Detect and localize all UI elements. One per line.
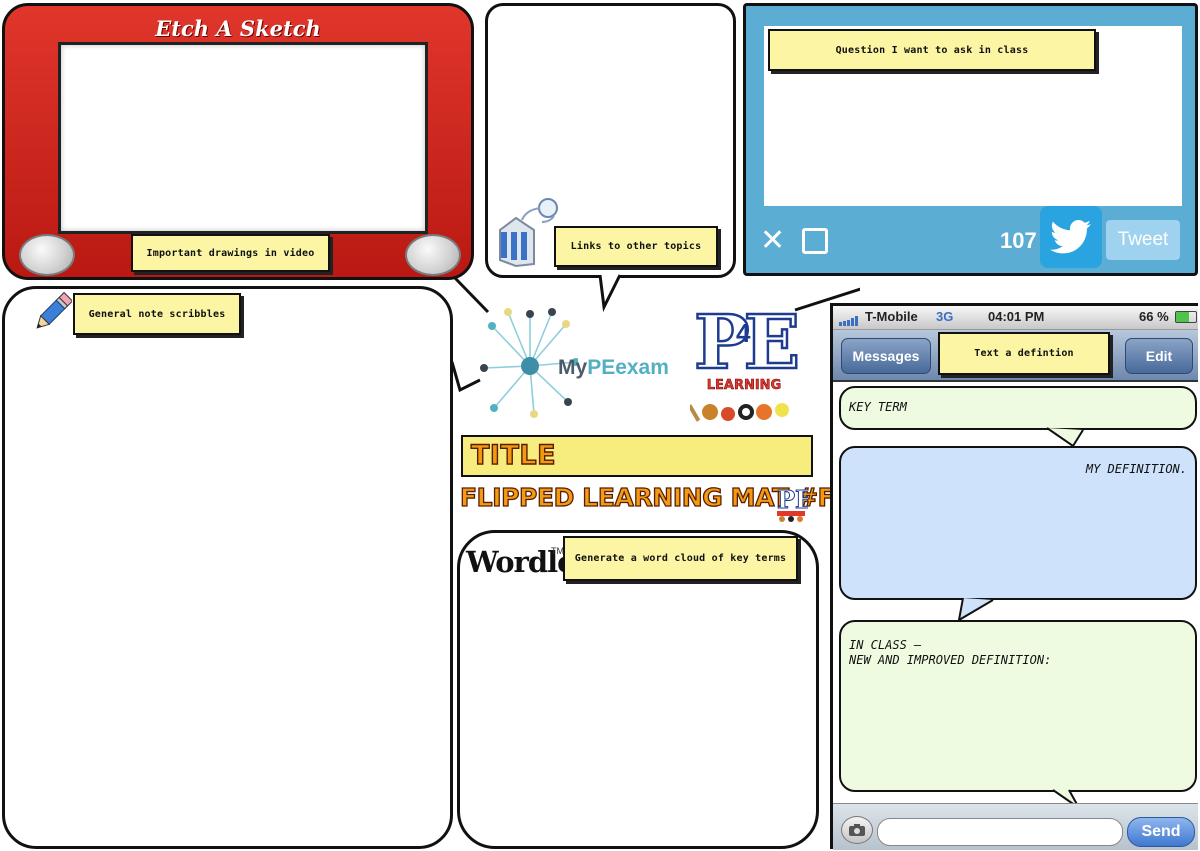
- speech-tails: [450, 274, 860, 393]
- sports-balls-icon: [690, 403, 789, 422]
- mypeexam-wordmark: MyPEexam: [558, 356, 669, 379]
- left-knob: [19, 234, 75, 276]
- svg-text:PE: PE: [777, 485, 808, 514]
- twitter-bird-icon: [1040, 206, 1102, 268]
- message-input-bar: Send: [833, 803, 1198, 850]
- carrier-name: T-Mobile: [865, 309, 918, 324]
- battery-percent: 66 %: [1139, 309, 1169, 324]
- signal-bars-icon: [839, 314, 861, 329]
- key-term-bubble[interactable]: KEY TERM: [839, 386, 1197, 430]
- flipped-learning-mat-heading: FLIPPED LEARNING MAT #FLM: [459, 482, 875, 512]
- etch-a-sketch-panel: Etch A Sketch: [2, 3, 474, 280]
- phone-messages-screen: T-Mobile 3G 04:01 PM 66 % Messages Edit …: [830, 303, 1198, 850]
- title-field[interactable]: TITLE: [461, 435, 813, 477]
- general-note-scribbles-label: General note scribbles: [73, 293, 241, 335]
- pencil-icon: [36, 292, 72, 329]
- my-definition-bubble[interactable]: MY DEFINITION.: [839, 446, 1197, 600]
- trademark-mark: TM: [551, 546, 564, 556]
- question-for-class-label: Question I want to ask in class: [768, 29, 1096, 71]
- pe4learning-logo: PE 4 LEARNING: [690, 305, 802, 424]
- expand-icon[interactable]: [802, 228, 828, 254]
- important-drawings-label: Important drawings in video: [131, 234, 330, 272]
- network-links-icon: [499, 198, 558, 268]
- tweet-button[interactable]: Tweet: [1106, 220, 1180, 260]
- close-icon[interactable]: ✕: [760, 224, 786, 257]
- wordle-logo: Wordle: [466, 545, 576, 579]
- message-text-field[interactable]: [877, 818, 1123, 846]
- pe4learning-small-logo: PE: [774, 484, 814, 522]
- edit-button[interactable]: Edit: [1125, 338, 1193, 374]
- clock: 04:01 PM: [988, 309, 1045, 324]
- mypeexam-logo-mark: [480, 308, 578, 418]
- links-to-other-topics-label: Links to other topics: [554, 226, 718, 267]
- network-type: 3G: [936, 309, 954, 324]
- status-bar: T-Mobile 3G 04:01 PM 66 %: [833, 306, 1198, 330]
- new-definition-bubble[interactable]: IN CLASS – NEW AND IMPROVED DEFINITION:: [839, 620, 1197, 792]
- notes-panel[interactable]: [2, 286, 453, 849]
- camera-icon[interactable]: [841, 816, 873, 844]
- etch-a-sketch-logo: Etch A Sketch: [155, 16, 321, 41]
- title-label: TITLE: [470, 439, 557, 471]
- drawing-area[interactable]: [58, 42, 428, 234]
- character-count: 107: [1000, 228, 1037, 253]
- right-knob: [405, 234, 461, 276]
- battery-icon: [1175, 311, 1197, 323]
- text-a-definition-label: Text a defintion: [938, 332, 1110, 375]
- word-cloud-label: Generate a word cloud of key terms: [563, 536, 798, 581]
- messages-back-button[interactable]: Messages: [841, 338, 931, 374]
- word-cloud-panel[interactable]: [457, 530, 819, 849]
- bubble-tails: [957, 427, 1084, 809]
- logo-area: MyPEexam PE 4 LEARNING: [458, 300, 820, 433]
- send-button[interactable]: Send: [1127, 817, 1195, 847]
